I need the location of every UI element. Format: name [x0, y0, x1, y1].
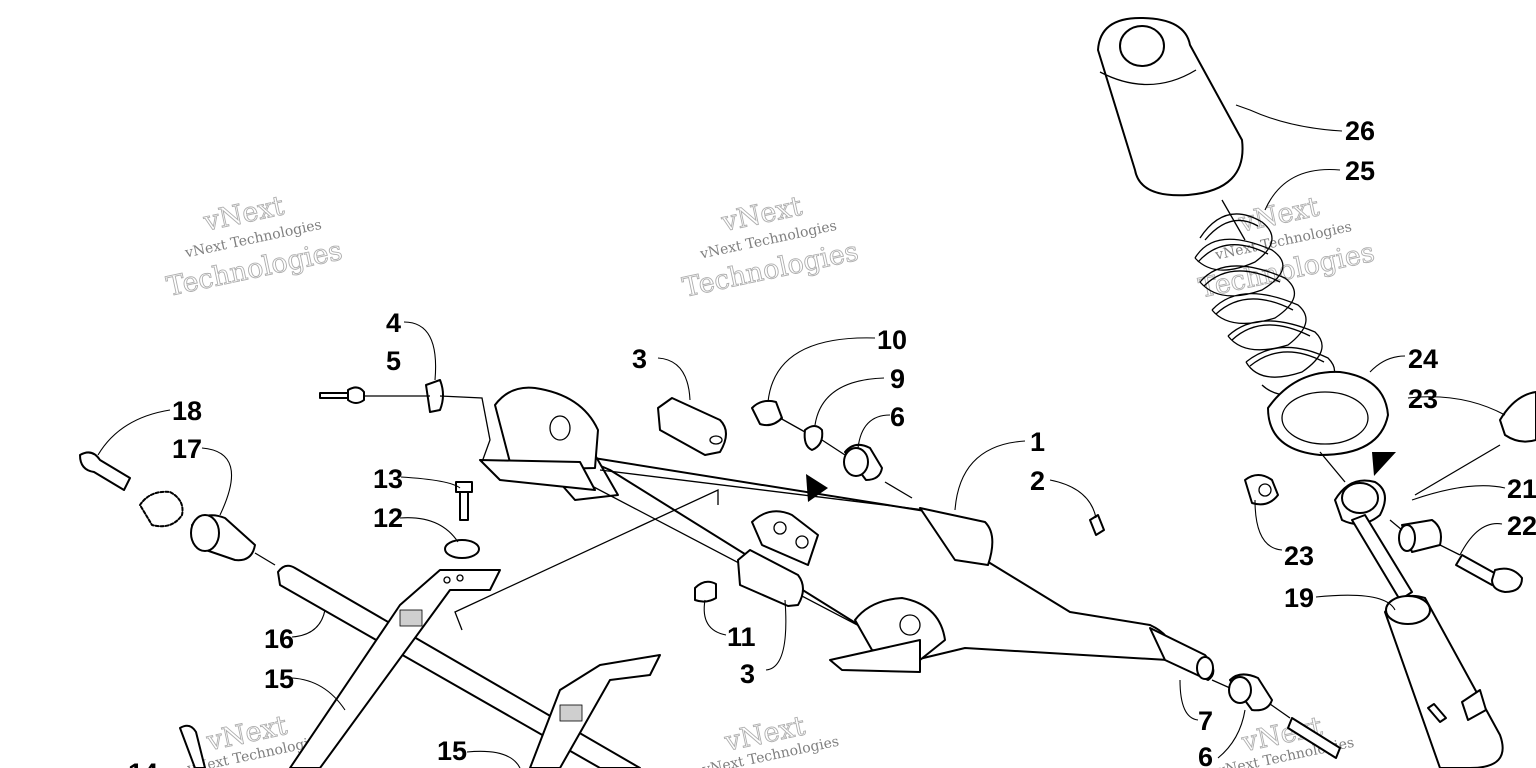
callout-25: 24 [1408, 344, 1438, 374]
shock-bushing [1398, 519, 1442, 553]
callout-3: 3 [632, 344, 647, 374]
washer-12 [444, 539, 480, 559]
callout-22: 22 [1507, 511, 1536, 541]
callout-12: 12 [373, 503, 403, 533]
bushing-lower [1228, 673, 1273, 712]
watermark: vNext vNext Technologies Technologies [163, 190, 345, 303]
direction-arrow [1372, 452, 1396, 476]
callout-1: 1 [1030, 427, 1045, 457]
callout-4: 4 [386, 308, 401, 338]
bumper-lower [737, 549, 804, 607]
bumper-upper [657, 397, 727, 456]
watermark: vNext vNext Technologies Technologies [679, 190, 861, 304]
clip [1499, 391, 1536, 443]
callout-labels: 26 25 24 23 21 22 23 19 1 2 7 6 3 3 10 9… [128, 116, 1536, 768]
callout-11: 11 [727, 622, 756, 652]
nut-11 [694, 580, 717, 603]
bump-stop-boot [1097, 17, 1244, 197]
shock-absorber [1334, 479, 1504, 768]
lock-nut [751, 399, 783, 427]
callout-5: 5 [386, 346, 401, 376]
watermark: vNext vNext Technologies Technologies [1196, 191, 1378, 305]
callout-24: 23 [1408, 384, 1438, 414]
a-arm [479, 386, 1215, 681]
watermark: vNext vNext Technologies [1215, 711, 1355, 768]
callout-23: 23 [1284, 541, 1314, 571]
bolt-7 [1287, 717, 1341, 759]
bracket-15-upper [289, 569, 501, 768]
bushing-upper [843, 443, 883, 481]
spring-seat [1267, 370, 1389, 456]
shock-nut [1244, 474, 1279, 506]
callout-3: 3 [740, 659, 755, 689]
rivet [319, 386, 430, 404]
shock-bolt [1455, 554, 1523, 593]
callout-18: 18 [172, 396, 202, 426]
callout-15: 15 [264, 664, 294, 694]
callout-13: 13 [373, 464, 403, 494]
bushing-17 [190, 514, 256, 562]
leader-lines [97, 104, 1506, 768]
callout-2: 2 [1030, 466, 1045, 496]
callout-15: 15 [437, 736, 467, 766]
clip-bracket [425, 379, 444, 413]
washer [803, 425, 824, 451]
callout-6: 6 [890, 402, 905, 432]
callout-7: 7 [1198, 706, 1213, 736]
callout-19: 19 [1284, 583, 1314, 613]
callout-27: 26 [1345, 116, 1375, 146]
grease-fitting [1089, 514, 1105, 536]
watermark: vNext vNext Technologies [700, 710, 840, 768]
callout-10: 10 [877, 325, 907, 355]
bolt-14 [179, 724, 206, 768]
dust-cap [139, 490, 184, 528]
callout-9: 9 [890, 364, 905, 394]
direction-arrow [806, 474, 828, 502]
callout-21: 21 [1507, 474, 1536, 504]
bolt-13 [455, 481, 473, 521]
callout-16: 16 [264, 624, 294, 654]
coil-spring [1194, 213, 1336, 397]
callout-26: 25 [1345, 156, 1375, 186]
bracket-15-lower [529, 654, 661, 768]
callout-17: 17 [172, 434, 202, 464]
callout-6: 6 [1198, 742, 1213, 768]
callout-14: 14 [128, 758, 158, 768]
bolt-18 [79, 451, 131, 491]
